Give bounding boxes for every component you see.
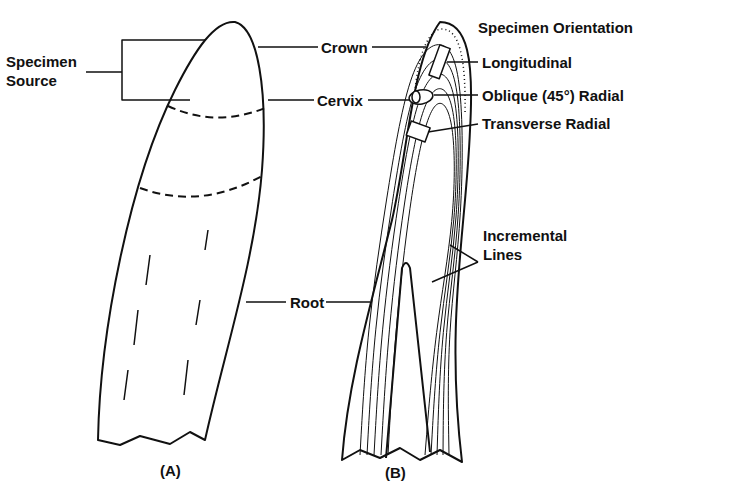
oblique-specimen	[408, 88, 434, 106]
leader-line	[246, 47, 478, 302]
tooth-outline	[342, 22, 471, 462]
part-label: Root	[290, 293, 324, 312]
pulp-cavity	[386, 263, 430, 458]
incremental-line	[388, 103, 454, 455]
part-label: Specimen Orientation	[478, 18, 633, 37]
part-label: (B)	[385, 463, 406, 482]
root-texture	[124, 230, 208, 400]
oblique-specimen-end	[412, 91, 420, 103]
longitudinal-specimen	[429, 45, 450, 79]
incremental-line	[374, 74, 458, 455]
transverse-specimen	[406, 121, 430, 142]
part-label: Oblique (45°) Radial	[482, 86, 624, 105]
incremental-line	[367, 59, 460, 455]
part-label: Specimen Source	[6, 52, 86, 90]
part-label: (A)	[160, 461, 181, 480]
part-label: Longitudinal	[482, 53, 572, 72]
part-label: Incremental Lines	[483, 226, 575, 264]
crown-line	[168, 106, 265, 118]
specimen-bracket	[86, 40, 205, 100]
cervix-line	[140, 176, 262, 197]
incremental-line	[381, 89, 456, 455]
part-label: Crown	[321, 38, 368, 57]
part-label: Transverse Radial	[482, 114, 610, 133]
incremental-line	[360, 45, 462, 455]
part-label: Cervix	[317, 91, 363, 110]
tooth-outline	[98, 22, 264, 445]
